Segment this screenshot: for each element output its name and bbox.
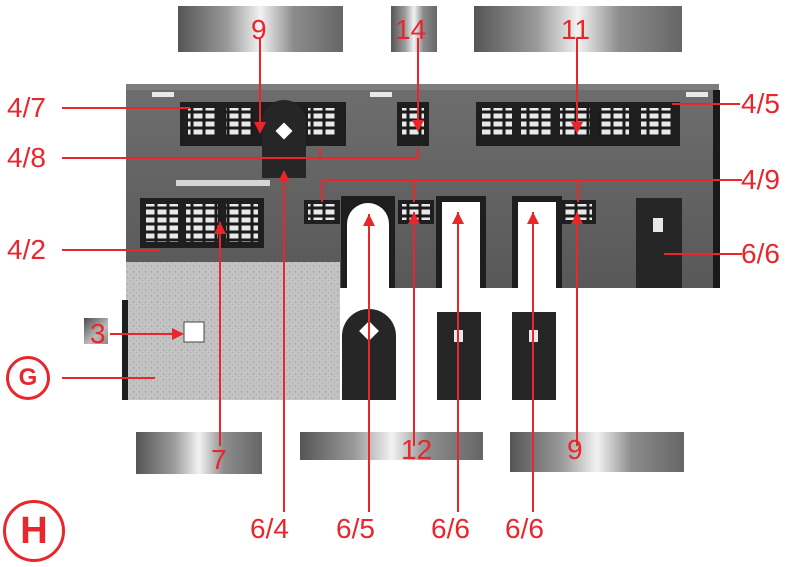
door-opening-2 (442, 202, 480, 288)
door-right (636, 198, 682, 288)
lower-wall-left-edge (122, 300, 128, 400)
roof-light-1 (152, 92, 174, 97)
window-pane (402, 204, 430, 220)
window-pane (226, 108, 253, 136)
part-strip-bottom-mid (300, 432, 483, 460)
window-pane (641, 108, 671, 136)
callout-right-4-5: 4/5 (741, 88, 780, 119)
right-edge-dark (713, 90, 720, 288)
window-pane (226, 204, 258, 242)
callout-top-14: 14 (395, 14, 427, 45)
roof-light-3 (686, 92, 708, 97)
callout-left-3: 3 (90, 318, 106, 349)
callout-bottom-6-5: 6/5 (336, 513, 375, 544)
window-pane (188, 108, 215, 136)
marker-g: G (6, 356, 50, 400)
callout-left-4-8: 4/8 (7, 142, 46, 173)
callout-bottom-6-4: 6/4 (250, 513, 289, 544)
leader-lines (62, 38, 742, 512)
callout-top-11: 11 (561, 14, 591, 45)
part-strip-bottom-right (510, 432, 684, 472)
window-pane (521, 108, 551, 136)
window-pane (308, 204, 336, 220)
leader-arrowheads (172, 120, 583, 340)
door-opening-3 (518, 202, 556, 288)
roof-light-2 (370, 92, 392, 97)
part-strip-bottom-left (136, 432, 262, 474)
door-window (653, 218, 663, 232)
lower-wall-window (183, 321, 205, 343)
callout-bottom-6-6a: 6/6 (431, 513, 470, 544)
cornice-strip (176, 180, 270, 186)
lower-wall (126, 262, 340, 400)
window-pane (186, 204, 218, 242)
door-diamond (275, 122, 293, 140)
callout-top-9: 9 (251, 14, 267, 45)
part-strip-top-mid (391, 6, 437, 52)
callout-bottom-9: 9 (567, 434, 583, 465)
callout-right-4-9: 4/9 (741, 164, 780, 195)
window-pane (308, 108, 335, 136)
window-pane (599, 108, 629, 136)
callout-left-4-2: 4/2 (7, 234, 46, 265)
callout-bottom-7: 7 (211, 444, 227, 475)
window-pane (146, 204, 178, 242)
callout-bottom-12: 12 (401, 434, 433, 465)
callout-bottom-6-6b: 6/6 (505, 513, 544, 544)
marker-h: H (3, 500, 65, 562)
window-pane (482, 108, 512, 136)
roof-edge (126, 84, 719, 90)
callout-right-6-6: 6/6 (741, 238, 780, 269)
callout-left-4-7: 4/7 (7, 92, 46, 123)
callout-badge (84, 318, 108, 344)
